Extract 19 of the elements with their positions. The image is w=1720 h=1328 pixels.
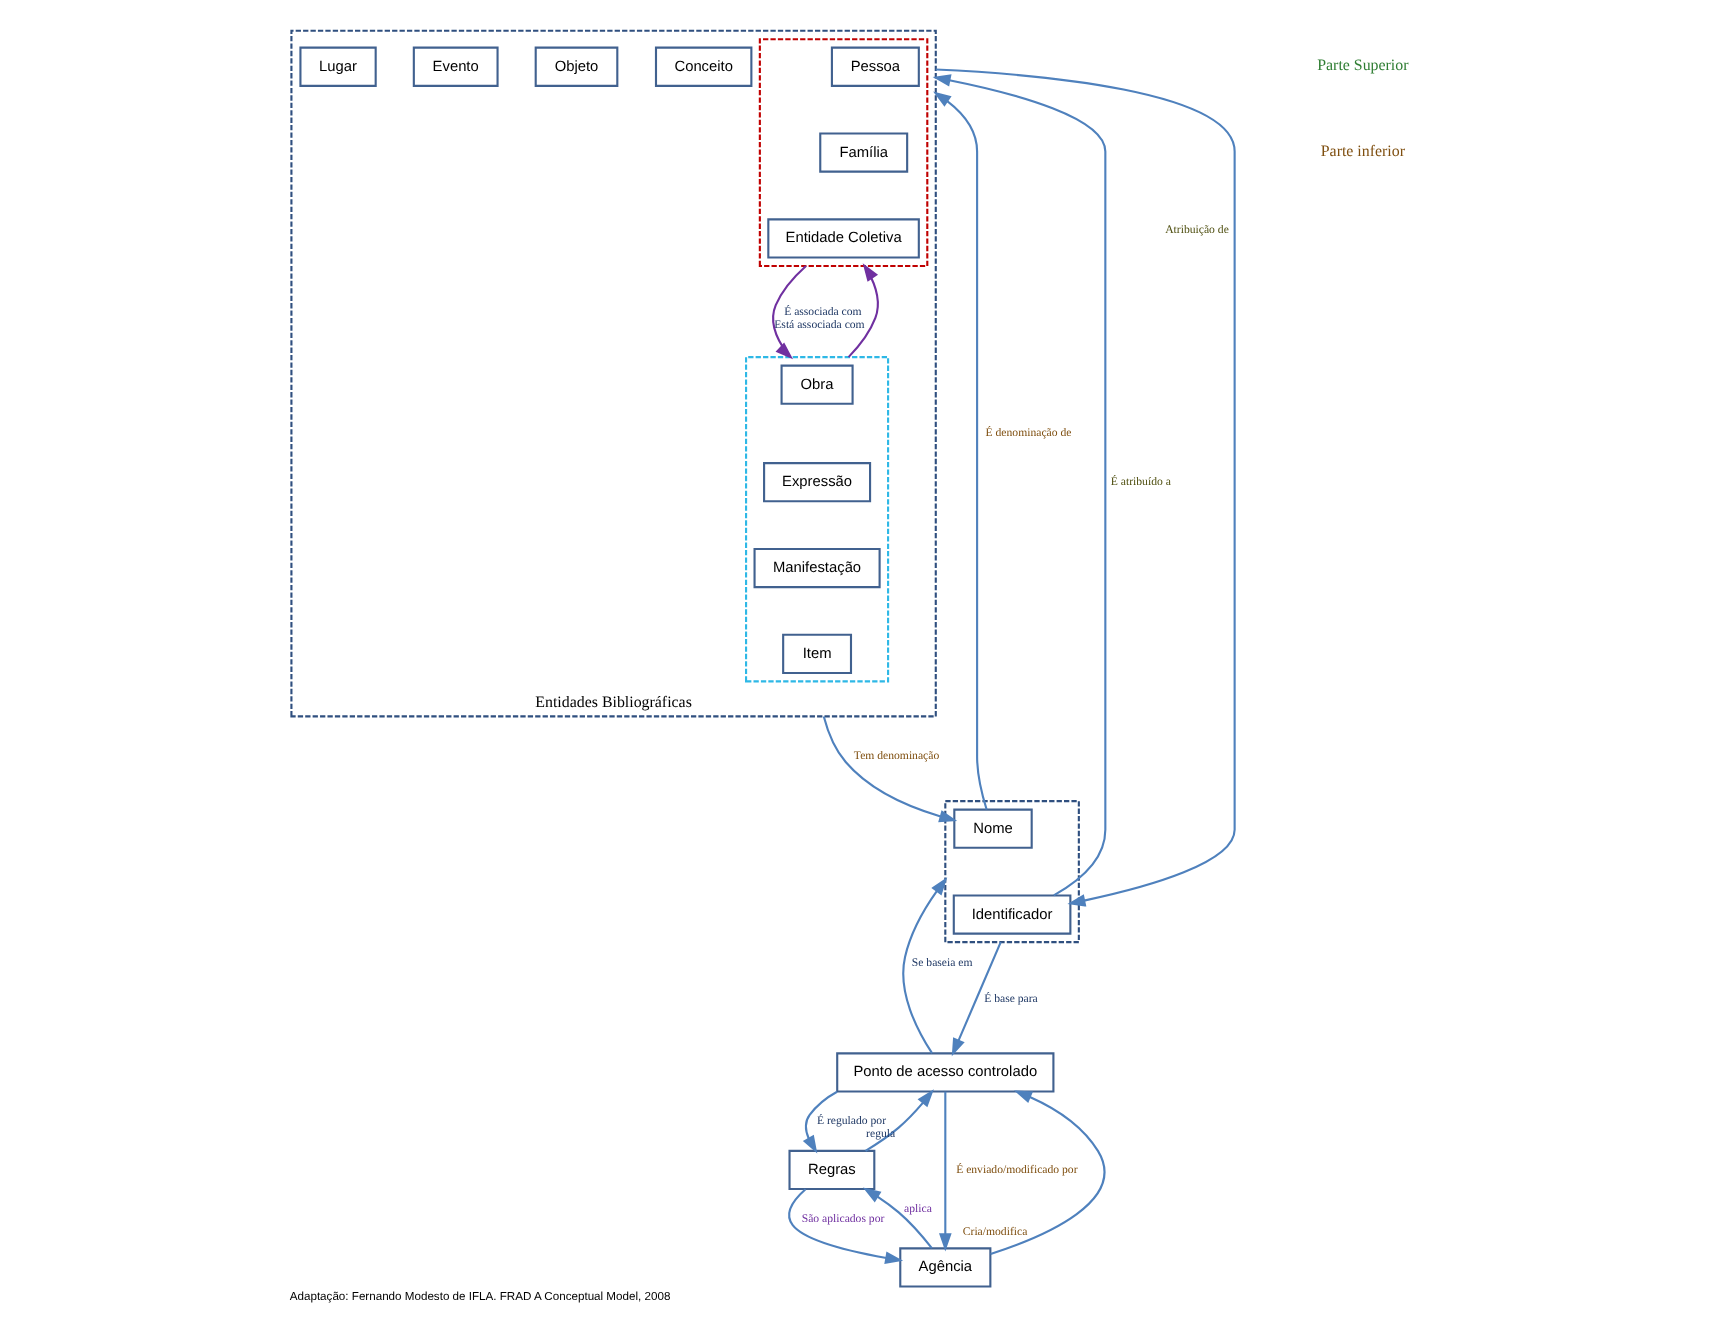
arrow bbox=[935, 67, 1236, 906]
cluster bbox=[944, 799, 1080, 943]
arrow bbox=[902, 876, 948, 1053]
arrow bbox=[822, 715, 958, 822]
arrow bbox=[788, 1187, 904, 1264]
cluster bbox=[745, 355, 890, 682]
arrow bbox=[847, 262, 879, 357]
arrow bbox=[933, 90, 988, 809]
cluster bbox=[758, 37, 929, 267]
label: Parte inferior bbox=[1320, 141, 1405, 160]
arrow bbox=[802, 1089, 838, 1153]
arrow bbox=[772, 264, 807, 359]
label: Parte Superior bbox=[1317, 55, 1409, 74]
arrow bbox=[990, 1089, 1106, 1254]
arrow bbox=[865, 1088, 934, 1151]
arrow bbox=[932, 73, 1107, 896]
arrow bbox=[951, 940, 1002, 1056]
arrow bbox=[862, 1186, 933, 1248]
arrow bbox=[939, 1090, 952, 1251]
